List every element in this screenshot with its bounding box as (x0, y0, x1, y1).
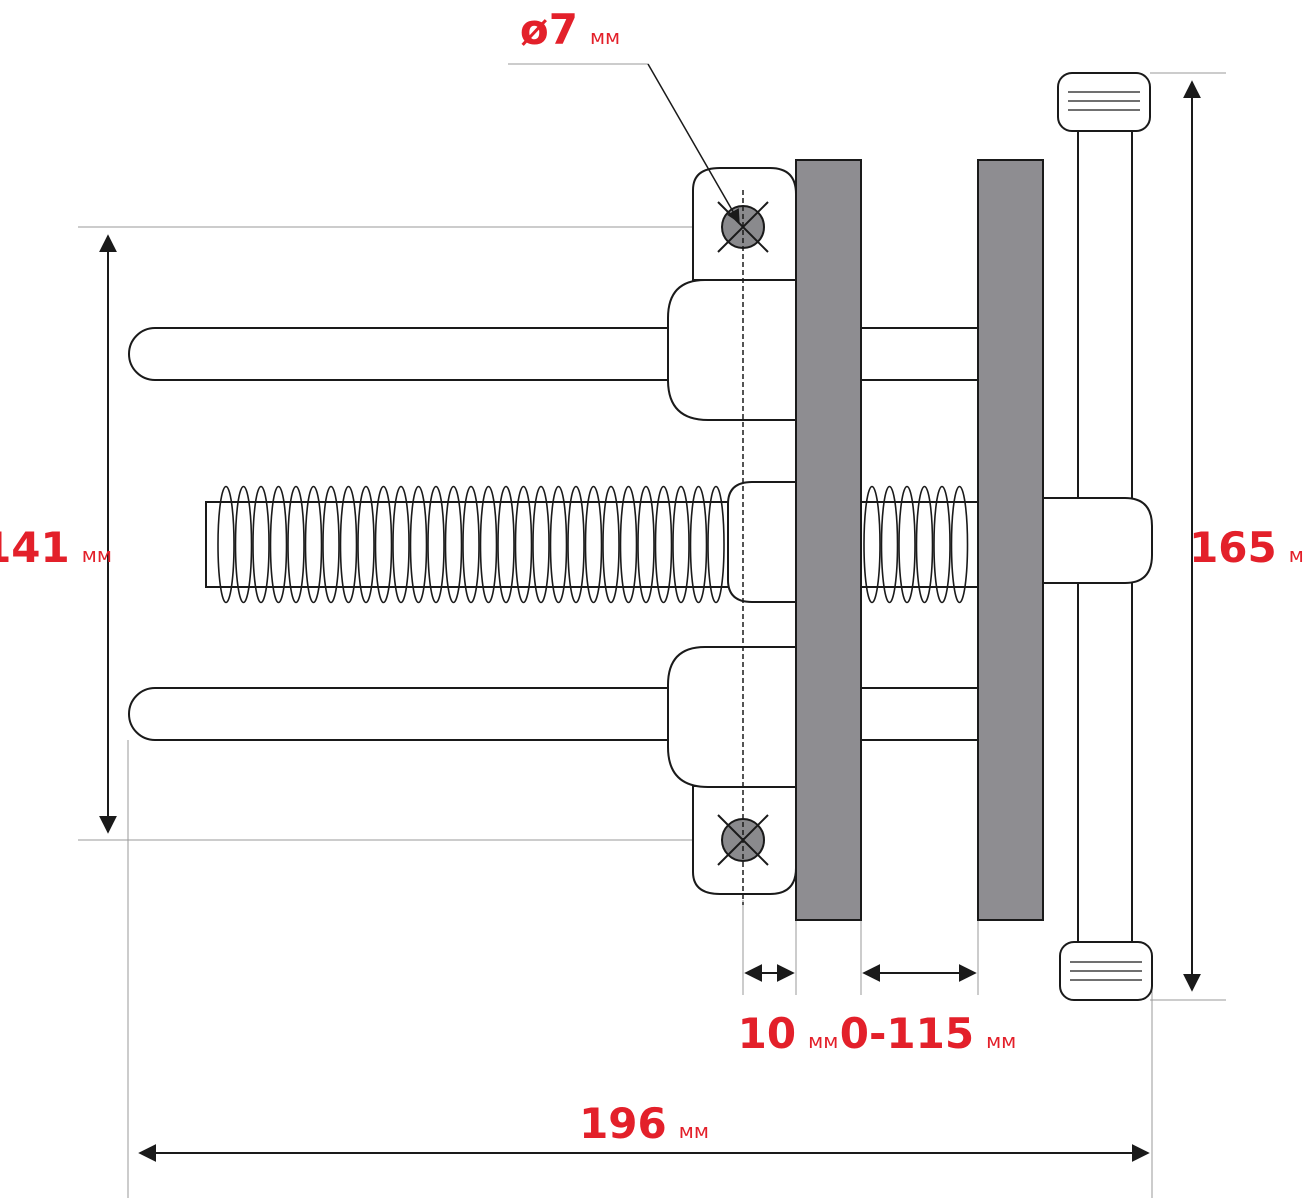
thread-coil (672, 485, 690, 604)
upper-rod (128, 327, 981, 381)
thread-coil (304, 485, 323, 604)
thread-coil (497, 485, 515, 604)
thread-coil (234, 485, 253, 604)
fixed-plate (795, 159, 862, 921)
dim-range-unit: мм (986, 1029, 1016, 1053)
thread-coil (602, 485, 620, 604)
thread-coil (269, 485, 288, 604)
thread-coil (217, 485, 235, 604)
dim-10-value: 10 (738, 1009, 796, 1058)
dim-range-label: 0-115 мм (840, 1009, 1017, 1058)
thread-coil (898, 485, 916, 604)
thread-coil (374, 485, 393, 604)
thread-coil (707, 485, 725, 604)
thread-coil (619, 485, 638, 604)
dim-165-label: 165 мм (1189, 523, 1304, 572)
thread-coil (880, 485, 899, 604)
thread-coil (654, 485, 673, 604)
lower-rod (128, 687, 981, 741)
thread-coil (584, 485, 603, 604)
thread-coil (915, 485, 934, 604)
thread-coil (322, 485, 340, 604)
threaded-screw (205, 485, 981, 604)
dim-diameter-label: ø7 мм (520, 5, 620, 54)
thread-coil (689, 485, 708, 604)
thread-coil (252, 485, 270, 604)
thread-coil (549, 485, 568, 604)
dim-141-unit: мм (82, 543, 112, 567)
t-handle (1042, 72, 1153, 1001)
thread-coil (567, 485, 585, 604)
lower-clamp-block (667, 646, 797, 788)
thread-coil (409, 485, 428, 604)
dim-196-label: 196 мм (579, 1099, 709, 1148)
upper-clamp-block (667, 279, 797, 421)
dim-196-unit: мм (679, 1119, 709, 1143)
dim-196-value: 196 (579, 1099, 667, 1148)
thread-coil (339, 485, 358, 604)
dim-diameter-unit: мм (590, 25, 620, 49)
moving-plate (977, 159, 1044, 921)
thread-coil (479, 485, 498, 604)
dim-141-label: 141 мм (0, 523, 112, 572)
thread-coil (933, 485, 951, 604)
thread-coil (532, 485, 550, 604)
thread-coil (444, 485, 463, 604)
diameter-leader (647, 63, 740, 224)
dim-141-value: 141 (0, 523, 70, 572)
extension-lines (78, 63, 1226, 1198)
dim-165-unit: мм (1289, 543, 1304, 567)
dim-165-value: 165 (1189, 523, 1277, 572)
thread-coil (863, 485, 881, 604)
screw-collar (727, 481, 797, 603)
thread-coil (514, 485, 533, 604)
thread-coil (462, 485, 480, 604)
thread-coil (637, 485, 655, 604)
dim-10-label: 10 мм (738, 1009, 839, 1058)
thread-coil (357, 485, 375, 604)
thread-coil (950, 485, 969, 604)
dim-diameter-value: ø7 (520, 5, 578, 54)
thread-coil (287, 485, 305, 604)
dim-10-unit: мм (808, 1029, 838, 1053)
thread-coil (427, 485, 445, 604)
dim-range-value: 0-115 (840, 1009, 974, 1058)
thread-coil (392, 485, 410, 604)
